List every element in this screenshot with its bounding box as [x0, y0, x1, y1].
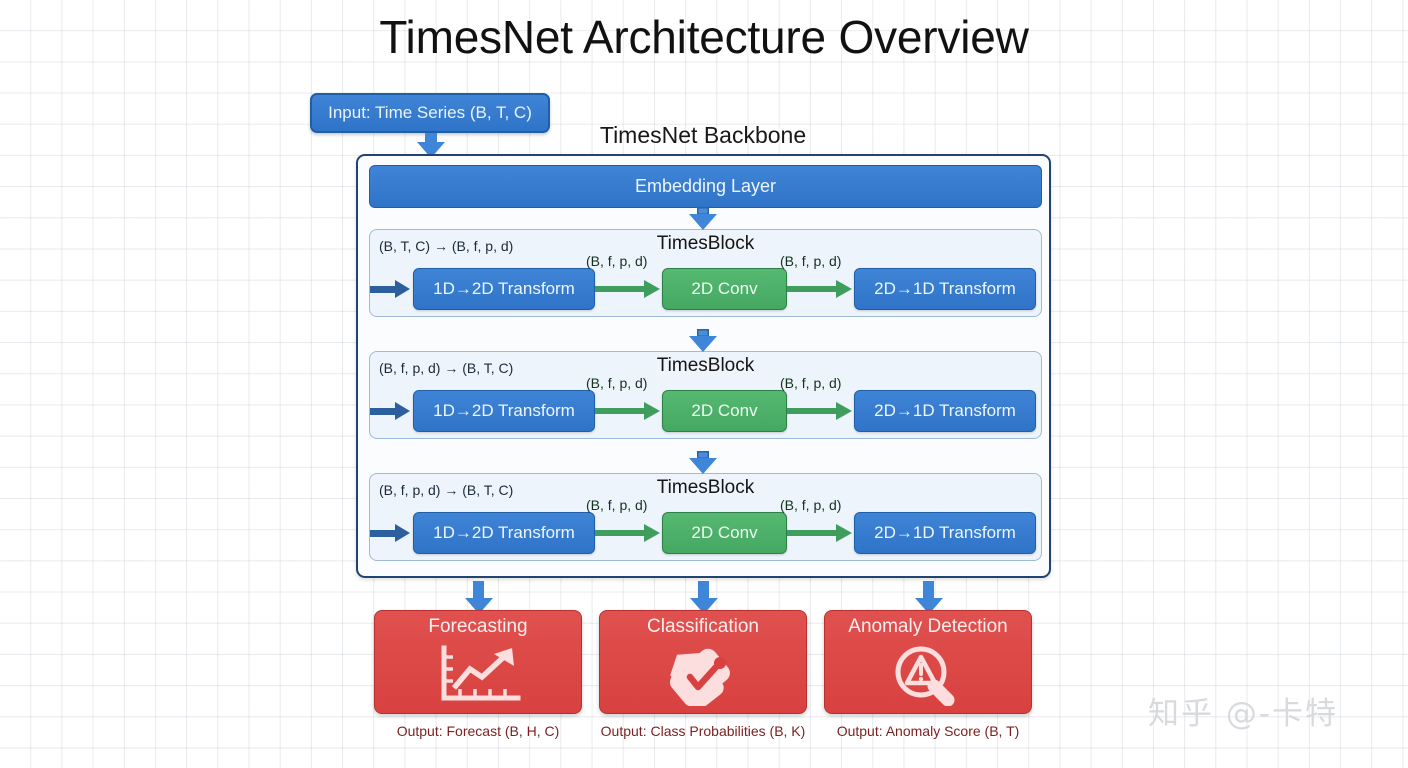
timesblock-shape-label: (B, T, C) → (B, f, p, d)	[379, 238, 514, 254]
node-2d-to-1d-transform[interactable]: 2D→1D Transform	[854, 512, 1036, 554]
timesblock-title: TimesBlock	[656, 477, 755, 498]
arrow-timesblock-1-to-2	[689, 329, 717, 352]
edge-label-to-output: (B, f, p, d)	[780, 253, 842, 269]
arrow-transform-to-conv	[595, 280, 660, 298]
page-title: TimesNet Architecture Overview	[379, 11, 1029, 63]
node-label: 2D Conv	[691, 279, 758, 298]
arrow-transform-to-conv	[595, 524, 660, 542]
task-card-anomaly-detection[interactable]: Anomaly Detection	[824, 610, 1032, 714]
node-2d-conv[interactable]: 2D Conv	[662, 268, 787, 310]
edge-label-to-conv: (B, f, p, d)	[586, 253, 648, 269]
timesblock-shape-label: (B, f, p, d) → (B, T, C)	[379, 360, 514, 376]
node-label: 2D Conv	[691, 523, 758, 542]
timesblock-title: TimesBlock	[656, 233, 755, 254]
node-label: 2D Conv	[691, 401, 758, 420]
task-caption-anomaly-detection: Output: Anomaly Score (B, T)	[836, 723, 1020, 739]
task-card-forecasting[interactable]: Forecasting	[374, 610, 582, 714]
node-label: 2D→1D Transform	[874, 523, 1016, 542]
arrow-conv-to-transform	[787, 402, 852, 420]
arrow-backbone-to-anomaly-detection	[914, 581, 943, 614]
magnifier-warning-icon	[888, 644, 968, 711]
line-chart-trend-icon	[430, 644, 526, 711]
edge-label-to-output: (B, f, p, d)	[780, 497, 842, 513]
arrow-backbone-to-forecasting	[464, 581, 493, 614]
timesblock-shape-label: (B, f, p, d) → (B, T, C)	[379, 482, 514, 498]
tag-check-icon	[664, 644, 742, 711]
task-title: Forecasting	[428, 616, 528, 637]
timesblock-title: TimesBlock	[656, 355, 755, 376]
node-label: 1D→2D Transform	[433, 279, 575, 298]
arrow-into-transform	[370, 280, 410, 298]
task-title: Anomaly Detection	[848, 616, 1008, 637]
timesblock-3[interactable]: TimesBlock (B, f, p, d) → (B, T, C) 1D→2…	[369, 473, 1042, 561]
edge-label-to-output: (B, f, p, d)	[780, 375, 842, 391]
timesblock-1[interactable]: TimesBlock (B, T, C) → (B, f, p, d) 1D→2…	[369, 229, 1042, 317]
arrow-transform-to-conv	[595, 402, 660, 420]
watermark: 知乎 @-卡特	[1148, 696, 1339, 732]
node-1d-to-2d-transform[interactable]: 1D→2D Transform	[413, 512, 595, 554]
arrow-into-transform	[370, 524, 410, 542]
task-card-classification[interactable]: Classification	[599, 610, 807, 714]
arrow-timesblock-2-to-3	[689, 451, 717, 474]
arrow-into-transform	[370, 402, 410, 420]
arrow-conv-to-transform	[787, 280, 852, 298]
arrow-conv-to-transform	[787, 524, 852, 542]
task-caption-forecasting: Output: Forecast (B, H, C)	[396, 723, 560, 739]
node-label: 1D→2D Transform	[433, 401, 575, 420]
node-2d-conv[interactable]: 2D Conv	[662, 390, 787, 432]
node-1d-to-2d-transform[interactable]: 1D→2D Transform	[413, 268, 595, 310]
node-label: 2D→1D Transform	[874, 401, 1016, 420]
timesblock-2[interactable]: TimesBlock (B, f, p, d) → (B, T, C) 1D→2…	[369, 351, 1042, 439]
task-caption-classification: Output: Class Probabilities (B, K)	[600, 723, 806, 739]
edge-label-to-conv: (B, f, p, d)	[586, 497, 648, 513]
node-label: 1D→2D Transform	[433, 523, 575, 542]
arrow-input-to-embedding	[417, 133, 445, 158]
input-node[interactable]: Input: Time Series (B, T, C)	[310, 93, 550, 133]
node-2d-conv[interactable]: 2D Conv	[662, 512, 787, 554]
edge-label-to-conv: (B, f, p, d)	[586, 375, 648, 391]
node-1d-to-2d-transform[interactable]: 1D→2D Transform	[413, 390, 595, 432]
node-2d-to-1d-transform[interactable]: 2D→1D Transform	[854, 390, 1036, 432]
embedding-layer-label: Embedding Layer	[634, 176, 777, 196]
arrow-embedding-to-timesblock-1	[689, 207, 717, 230]
backbone-container: Embedding Layer TimesBlock (B, T, C) → (…	[356, 154, 1051, 578]
input-node-label: Input: Time Series (B, T, C)	[328, 103, 532, 122]
embedding-layer-node[interactable]: Embedding Layer	[369, 165, 1042, 208]
task-title: Classification	[647, 616, 759, 637]
node-2d-to-1d-transform[interactable]: 2D→1D Transform	[854, 268, 1036, 310]
node-label: 2D→1D Transform	[874, 279, 1016, 298]
backbone-title: TimesNet Backbone	[599, 122, 807, 148]
arrow-backbone-to-classification	[689, 581, 718, 614]
